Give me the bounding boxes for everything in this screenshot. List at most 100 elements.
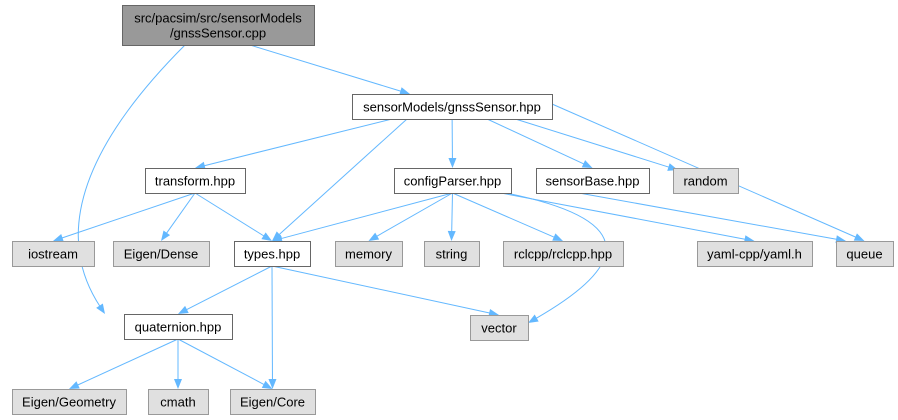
node-yaml: yaml-cpp/yaml.h [697, 241, 813, 267]
node-box [145, 168, 246, 194]
node-label: transform.hpp [155, 174, 235, 189]
arrowhead-icon [272, 231, 283, 241]
node-label: Eigen/Core [240, 395, 305, 410]
node-label: Eigen/Geometry [22, 395, 116, 410]
node-core: Eigen/Core [230, 389, 316, 415]
node-box [470, 315, 529, 341]
arrowhead-icon [853, 233, 865, 241]
node-label: Eigen/Dense [124, 247, 198, 262]
node-box [234, 241, 311, 267]
node-box [352, 94, 553, 120]
node-box [335, 241, 403, 267]
edge-quaternion-to-core [177, 338, 265, 386]
edge-gnss-to-random [515, 118, 670, 168]
edge-types-to-vector [271, 265, 491, 314]
node-box [536, 168, 650, 194]
arrowhead-icon [488, 308, 499, 317]
arrowhead-icon [268, 378, 277, 389]
arrowhead-icon [552, 233, 563, 241]
edge-sensorbase-to-queue [578, 192, 838, 240]
edge-transform-to-iostream [61, 192, 196, 239]
node-iostream: iostream [12, 241, 95, 267]
node-label: vector [481, 321, 517, 336]
arrowhead-icon [69, 381, 80, 389]
node-label: sensorModels/gnssSensor.hpp [363, 100, 541, 115]
node-label: src/pacsim/src/sensorModels [134, 11, 302, 26]
edge-root-to-quaternion [77, 44, 186, 307]
arrowhead-icon [195, 161, 206, 170]
arrowhead-icon [447, 230, 456, 241]
node-vector: vector [470, 315, 529, 341]
node-memory: memory [335, 241, 403, 267]
node-random: random [673, 168, 739, 194]
node-label: memory [345, 247, 392, 262]
node-label: cmath [160, 395, 195, 410]
edge-gnss-to-types [278, 118, 408, 236]
edge-config-to-memory [376, 192, 453, 237]
node-label: configParser.hpp [404, 174, 502, 189]
node-box [12, 389, 127, 415]
node-label: yaml-cpp/yaml.h [707, 247, 802, 262]
arrowhead-icon [399, 87, 410, 95]
node-box [12, 241, 95, 267]
node-label: string [436, 247, 468, 262]
node-label: random [683, 174, 727, 189]
edge-gnss-to-sensorbase [486, 118, 585, 165]
node-box [148, 389, 209, 415]
node-label: /gnssSensor.cpp [170, 26, 266, 41]
node-box [503, 241, 624, 267]
node-config[interactable]: configParser.hpp [394, 168, 512, 194]
node-label: types.hpp [244, 247, 300, 262]
node-rclcpp: rclcpp/rclcpp.hpp [503, 241, 624, 267]
node-string: string [424, 241, 480, 267]
node-cmath: cmath [148, 389, 209, 415]
arrowhead-icon [178, 305, 189, 314]
node-box [230, 389, 316, 415]
arrowhead-icon [528, 314, 539, 323]
arrowhead-icon [174, 379, 182, 389]
node-label: iostream [28, 247, 78, 262]
edge-transform-to-types [194, 192, 265, 237]
edge-quaternion-to-geometry [76, 338, 179, 386]
node-transform[interactable]: transform.hpp [145, 168, 246, 194]
node-label: rclcpp/rclcpp.hpp [514, 247, 612, 262]
node-box [122, 5, 315, 46]
arrowhead-icon [261, 232, 272, 241]
node-box [697, 241, 813, 267]
node-box [673, 168, 739, 194]
node-box [836, 241, 894, 267]
node-types[interactable]: types.hpp [234, 241, 311, 267]
node-box [124, 314, 233, 340]
node-sensorbase[interactable]: sensorBase.hpp [536, 168, 650, 194]
edge-root-to-gnss [249, 44, 402, 92]
nodes: src/pacsim/src/sensorModels/gnssSensor.c… [12, 5, 894, 415]
edge-config-to-yaml [500, 192, 746, 240]
edge-gnss-to-transform [203, 118, 393, 167]
arrowhead-icon [96, 303, 105, 314]
arrowhead-icon [448, 157, 457, 168]
node-queue: queue [836, 241, 894, 267]
edge-types-to-quaternion [185, 265, 273, 311]
node-root[interactable]: src/pacsim/src/sensorModels/gnssSensor.c… [122, 5, 315, 46]
arrowhead-icon [53, 234, 64, 242]
edge-config-to-rclcpp [452, 192, 555, 238]
node-box [113, 241, 210, 267]
node-label: queue [846, 247, 882, 262]
arrowhead-icon [161, 230, 171, 241]
node-gnss[interactable]: sensorModels/gnssSensor.hpp [352, 94, 553, 120]
node-dense: Eigen/Dense [113, 241, 210, 267]
edge-config-to-string [451, 192, 453, 233]
edge-transform-to-dense [165, 192, 196, 234]
node-geometry: Eigen/Geometry [12, 389, 127, 415]
node-box [424, 241, 480, 267]
arrowhead-icon [581, 160, 593, 168]
edge-config-to-types [280, 192, 453, 240]
node-label: quaternion.hpp [135, 320, 222, 335]
arrowhead-icon [368, 232, 380, 241]
node-label: sensorBase.hpp [546, 174, 640, 189]
node-box [394, 168, 512, 194]
arrowhead-icon [272, 234, 283, 243]
node-quaternion[interactable]: quaternion.hpp [124, 314, 233, 340]
arrowhead-icon [261, 380, 273, 389]
